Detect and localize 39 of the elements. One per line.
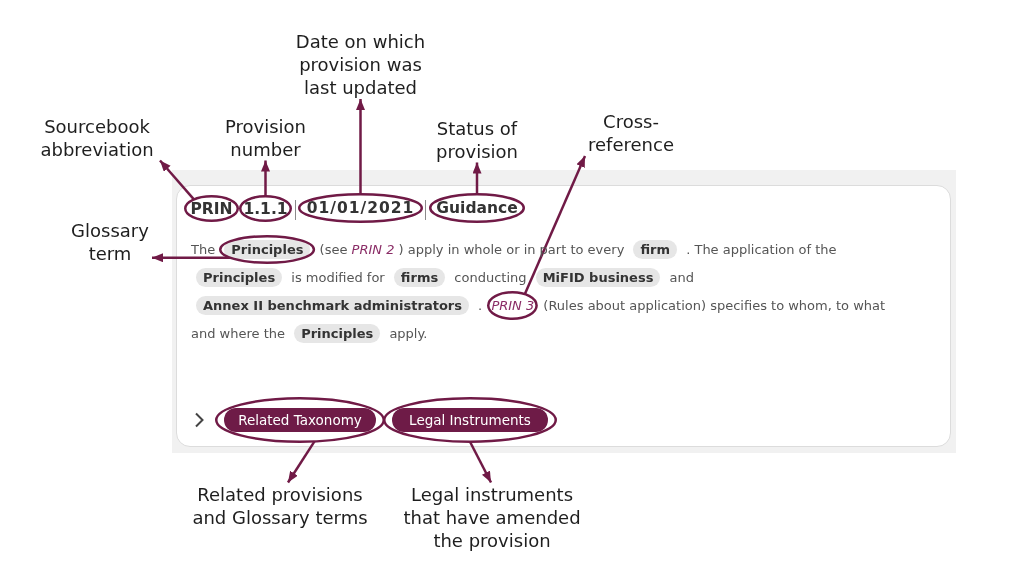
glossary-link: firms — [393, 268, 446, 287]
highlight-ellipse — [487, 291, 539, 320]
callout-arrow — [523, 155, 587, 295]
callout-arrow — [468, 441, 493, 484]
glossary-link: Principles — [224, 240, 311, 259]
callout-arrow — [286, 440, 316, 484]
section-button: Legal Instruments — [392, 408, 548, 432]
date-text: 01/01/2021 — [306, 199, 415, 217]
callout-arrow — [472, 162, 482, 195]
highlight-ellipse — [429, 193, 525, 223]
annotation-text: Legal instruments that have amended the provision — [397, 482, 587, 552]
callout-arrow — [356, 99, 365, 195]
status-text: Guidance — [436, 199, 518, 217]
callout-arrow — [152, 253, 231, 263]
cross-reference-link: PRIN 2 — [351, 242, 395, 257]
highlight-ellipse — [298, 193, 423, 223]
glossary-link: MiFID business — [535, 268, 661, 287]
callout-arrow — [261, 160, 270, 197]
glossary-link: Principles — [294, 324, 381, 343]
highlight-ellipse — [383, 397, 557, 443]
section-button: Related Taxonomy — [224, 408, 376, 432]
annotation-text: Status of provision — [422, 116, 532, 163]
annotation-text: Related provisions and Glossary terms — [185, 482, 375, 529]
glossary-link: Annex II benchmark administrators — [196, 296, 469, 315]
annotation-text: Provision number — [210, 114, 321, 161]
highlight-ellipse — [215, 397, 385, 443]
glossary-link: firm — [633, 240, 678, 259]
annotation-text: Cross-reference — [581, 110, 681, 156]
sourcebook-code: PRIN — [190, 199, 233, 218]
annotation-text: Date on which provision was last updated — [280, 30, 441, 99]
highlight-ellipse — [184, 195, 239, 222]
annotation-text: Sourcebook abbreviation — [32, 114, 162, 161]
content-card — [176, 185, 951, 447]
cross-reference-link: PRIN 3 — [491, 298, 535, 313]
glossary-link: Principles — [196, 268, 283, 287]
provision-number: 1.1.1 — [243, 199, 288, 218]
annotation-text: Glossary term — [68, 218, 152, 265]
highlight-ellipse — [219, 235, 316, 264]
callout-arrow — [159, 159, 195, 201]
